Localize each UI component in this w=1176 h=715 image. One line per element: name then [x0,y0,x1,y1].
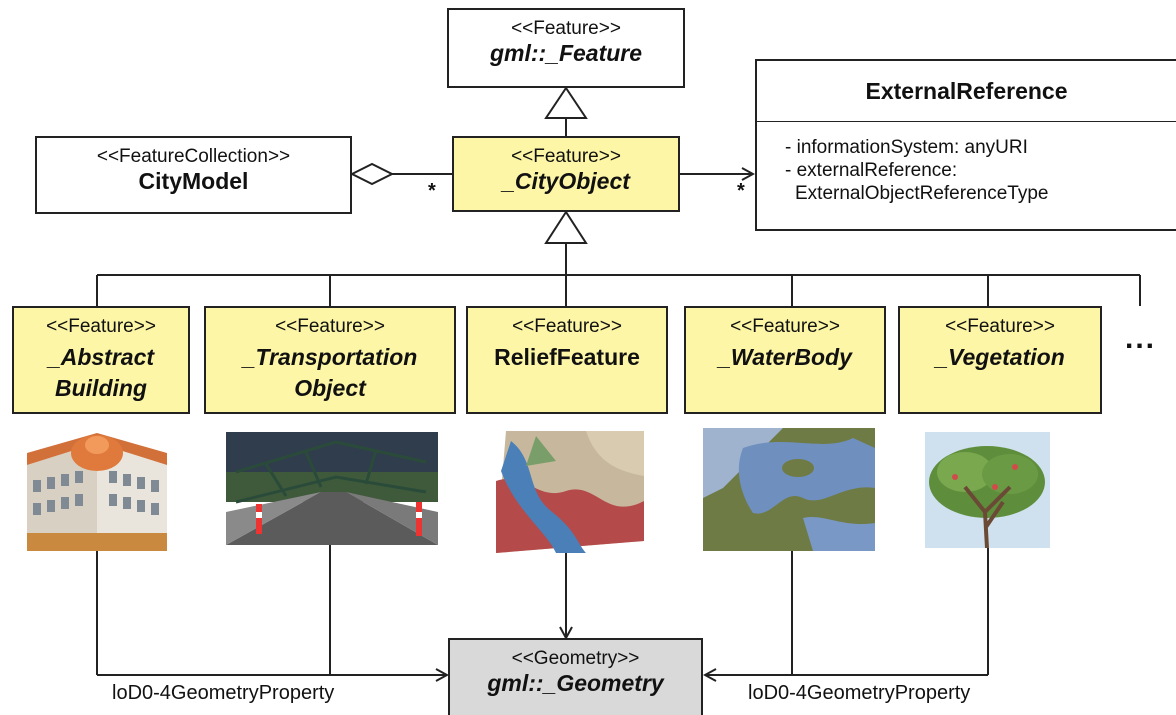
more-subclasses-indicator: ... [1125,322,1157,355]
water-body-thumbnail [703,428,875,551]
generalization-triangle-cityobject [544,210,588,244]
vegetation-class[interactable]: <<Feature>> _Vegetation [898,306,1102,414]
building-thumbnail [27,425,167,551]
class-name-line1: _Transportation [242,344,418,370]
relief-feature-class[interactable]: <<Feature>> ReliefFeature [466,306,668,414]
class-name: ExternalReference [757,61,1176,122]
stereotype-label: <<Feature>> [275,316,385,337]
abstract-building-class[interactable]: <<Feature>> _Abstract Building [12,306,190,414]
water-body-class[interactable]: <<Feature>> _WaterBody [684,306,886,414]
transportation-object-class[interactable]: <<Feature>> _Transportation Object [204,306,456,414]
aggregation-diamond [349,162,395,186]
stereotype-label: <<Feature>> [46,316,156,337]
stereotype-label: <<FeatureCollection>> [96,146,291,167]
stereotype-label: <<Feature>> [945,316,1055,337]
class-name-line1: _Abstract [47,344,155,370]
gml-feature-class[interactable]: <<Feature>> gml::_Feature [447,8,685,88]
attribute-external-reference-type: ExternalObjectReferenceType [795,183,1049,204]
stereotype-label: <<Feature>> [730,316,840,337]
class-name: gml::_Geometry [487,670,664,696]
attribute-list: - informationSystem: anyURI - externalRe… [757,122,1176,205]
aggregation-multiplicity: * [428,180,436,202]
right-geometry-role-label: loD0-4GeometryProperty [748,682,971,704]
stereotype-label: <<Feature>> [511,146,621,167]
terrain-relief-thumbnail [496,431,644,553]
stereotype-label: <<Feature>> [512,316,622,337]
class-name: CityModel [138,168,249,194]
class-name: _CityObject [502,168,630,194]
class-name-line2: Object [294,375,366,401]
tree-thumbnail [925,432,1050,548]
class-name-line2: Building [55,375,147,401]
city-object-class[interactable]: <<Feature>> _CityObject [452,136,680,212]
stereotype-label: <<Feature>> [511,18,621,39]
external-reference-class[interactable]: ExternalReference - informationSystem: a… [755,59,1176,231]
generalization-triangle-feature [544,86,588,119]
class-name: ReliefFeature [494,344,640,370]
class-name: _Vegetation [935,344,1065,370]
gml-geometry-class[interactable]: <<Geometry>> gml::_Geometry [448,638,703,715]
class-name: _WaterBody [718,344,852,370]
bridge-road-thumbnail [226,432,438,545]
reference-multiplicity: * [737,180,745,202]
stereotype-label: <<Geometry>> [511,648,640,669]
class-name: gml::_Feature [489,40,643,66]
left-geometry-role-label: loD0-4GeometryProperty [112,682,335,704]
attribute-information-system: - informationSystem: anyURI [785,137,1028,158]
attribute-external-reference: - externalReference: [785,160,958,181]
city-model-class[interactable]: <<FeatureCollection>> CityModel [35,136,352,214]
